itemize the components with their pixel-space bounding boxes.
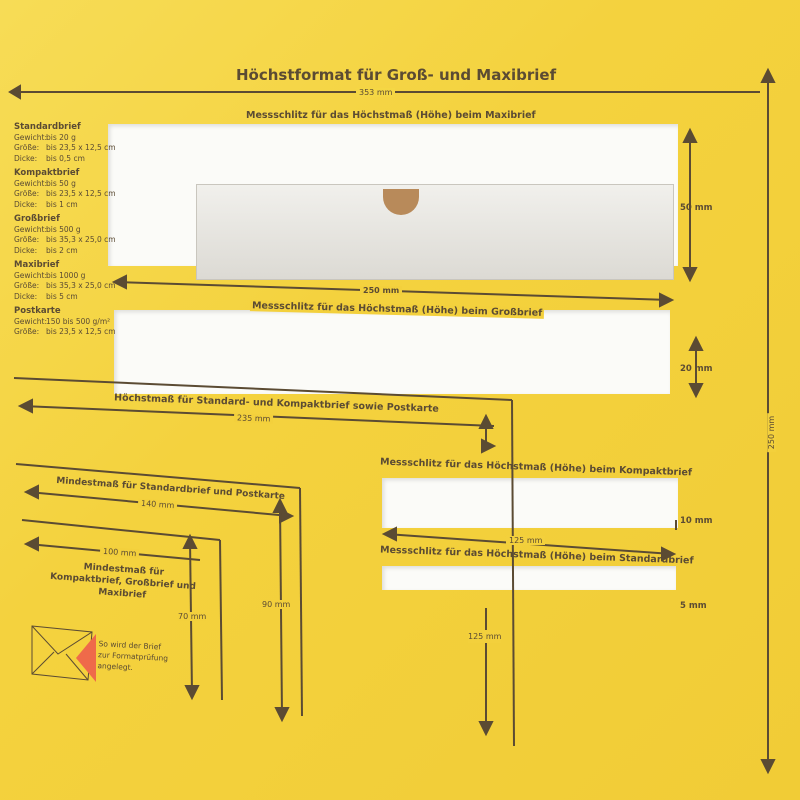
info-row: Gewicht:bis 50 g bbox=[14, 178, 76, 188]
info-row: Dicke:bis 5 cm bbox=[14, 291, 78, 301]
label-slot-maxi: Messschlitz für das Höchstmaß (Höhe) bei… bbox=[246, 110, 536, 121]
dim-20: 20 mm bbox=[680, 364, 713, 374]
info-row: Gewicht:bis 20 g bbox=[14, 132, 76, 142]
info-row: Größe:bis 23,5 x 12,5 cm bbox=[14, 327, 116, 336]
cardboard-box bbox=[196, 184, 674, 280]
slot-standardbrief[interactable] bbox=[382, 566, 676, 590]
dim-353: 353 mm bbox=[356, 88, 396, 97]
dim-90: 90 mm bbox=[262, 600, 291, 609]
info-title: Postkarte bbox=[14, 306, 61, 316]
info-row: Dicke:bis 1 cm bbox=[14, 199, 78, 209]
info-title: Standardbrief bbox=[14, 122, 81, 132]
hint-text: So wird der Brief zur Formatprüfung ange… bbox=[97, 638, 169, 675]
dim-10: 10 mm bbox=[680, 516, 713, 526]
slot-grossbrief[interactable] bbox=[114, 310, 670, 394]
info-row: Größe:bis 35,3 x 25,0 cm bbox=[14, 281, 116, 290]
info-row: Dicke:bis 0,5 cm bbox=[14, 153, 85, 163]
dim-250: 250 mm bbox=[360, 286, 403, 295]
dim-235: 235 mm bbox=[233, 413, 274, 424]
info-title: Großbrief bbox=[14, 214, 60, 224]
info-title: Kompaktbrief bbox=[14, 168, 80, 178]
dim-125-vertical: 125 mm bbox=[468, 630, 502, 643]
info-row: Gewicht:150 bis 500 g/m² bbox=[14, 316, 111, 326]
info-row: Größe:bis 35,3 x 25,0 cm bbox=[14, 235, 116, 244]
dim-70: 70 mm bbox=[178, 612, 207, 621]
letter-types-info: Standardbrief Gewicht:bis 20 g Größe:bis… bbox=[14, 118, 116, 338]
info-row: Dicke:bis 2 cm bbox=[14, 245, 78, 255]
info-row: Größe:bis 23,5 x 12,5 cm bbox=[14, 189, 116, 198]
red-arrow-icon bbox=[76, 634, 96, 682]
info-row: Gewicht:bis 1000 g bbox=[14, 270, 86, 280]
info-row: Gewicht:bis 500 g bbox=[14, 224, 81, 234]
dim-125-horizontal: 125 mm bbox=[506, 536, 546, 545]
dim-50: 50 mm bbox=[680, 203, 713, 213]
dim-250-right: 250 mm bbox=[767, 412, 777, 453]
page-title: Höchstformat für Groß- und Maxibrief bbox=[236, 66, 557, 84]
info-title: Maxibrief bbox=[14, 260, 60, 270]
envelope-icon bbox=[31, 625, 93, 681]
slot-kompaktbrief[interactable] bbox=[382, 478, 678, 528]
info-row: Größe:bis 23,5 x 12,5 cm bbox=[14, 143, 116, 152]
dim-5: 5 mm bbox=[680, 601, 707, 611]
